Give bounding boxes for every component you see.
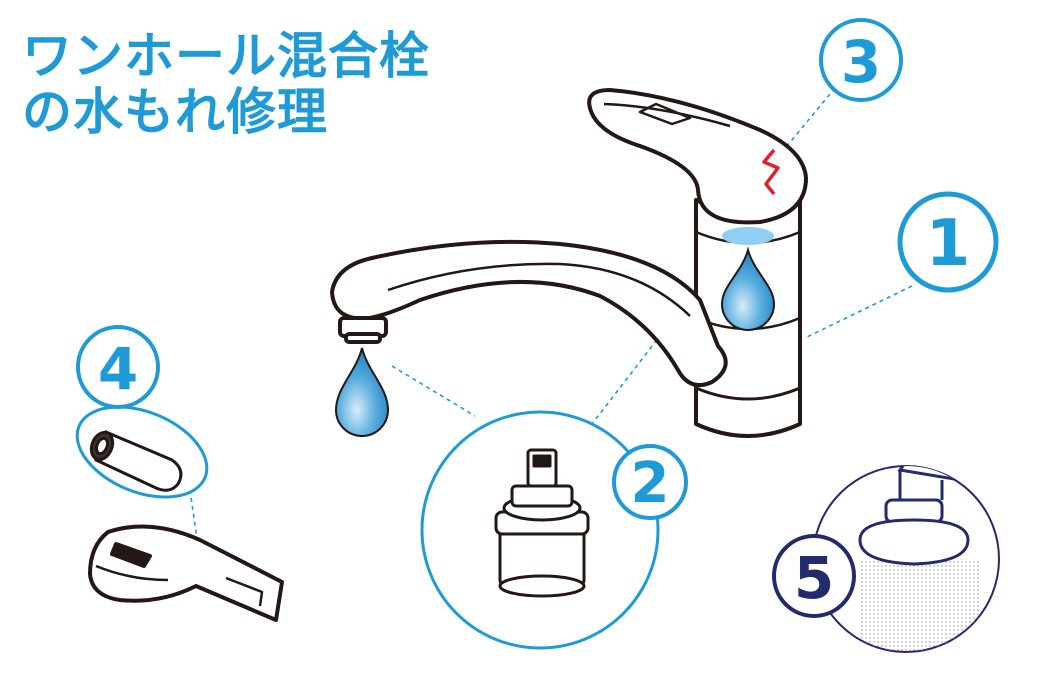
filter-cartridge xyxy=(89,429,183,492)
water-drop-body xyxy=(720,246,776,331)
svg-text:1: 1 xyxy=(926,207,971,281)
leader-line-2a xyxy=(391,365,476,417)
cartridge-callout xyxy=(420,410,660,650)
callout-badge-4: 4 xyxy=(76,325,160,409)
diagram-title: ワンホール混合栓 の水もれ修理 xyxy=(22,28,430,140)
water-drops xyxy=(334,246,776,437)
water-drop-spout xyxy=(334,347,390,437)
title-line-2: の水もれ修理 xyxy=(22,83,328,141)
faucet-spout xyxy=(330,239,728,387)
leader-line-1 xyxy=(804,285,913,339)
shower-callout xyxy=(75,405,284,622)
cartridge-part xyxy=(494,448,590,598)
callout-badge-5: 5 xyxy=(772,534,856,618)
crack-mark xyxy=(762,148,780,196)
callout-badge-3: 3 xyxy=(819,18,903,102)
spray-callout xyxy=(812,465,1000,653)
shower-head xyxy=(88,524,284,622)
lever-handle xyxy=(587,88,808,225)
callout-badge-1: 1 xyxy=(897,191,999,293)
svg-text:4: 4 xyxy=(98,335,138,403)
svg-text:5: 5 xyxy=(794,544,834,612)
callout-badge-2: 2 xyxy=(612,444,688,520)
svg-text:2: 2 xyxy=(631,451,670,516)
title-line-1: ワンホール混合栓 xyxy=(22,27,430,85)
svg-text:3: 3 xyxy=(841,28,881,96)
